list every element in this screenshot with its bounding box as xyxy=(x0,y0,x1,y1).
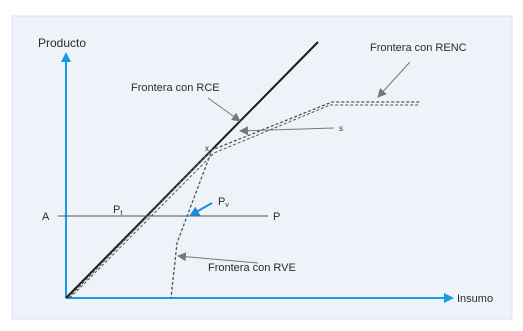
label-pt-sub: t xyxy=(120,210,122,217)
label-pv: Pv xyxy=(218,196,229,209)
frontier-renc-line xyxy=(67,101,420,299)
label-point-s: s xyxy=(339,124,343,133)
x-axis-label: Insumo xyxy=(457,293,493,305)
arrow-pv xyxy=(189,202,213,216)
label-pt-main: P xyxy=(113,204,120,216)
frontier-renc-line-2 xyxy=(69,104,420,299)
label-pv-sub: v xyxy=(225,202,229,209)
arrow-renc xyxy=(377,61,411,98)
label-point-p: P xyxy=(273,211,280,223)
arrow-rce xyxy=(207,97,241,122)
label-point-x: x xyxy=(205,144,209,153)
arrow-s xyxy=(239,126,335,136)
label-point-a: A xyxy=(42,211,50,223)
frontier-rve-line xyxy=(67,149,213,299)
arrow-rve xyxy=(177,252,259,264)
y-axis-label: Producto xyxy=(38,36,86,50)
label-frontier-rce: Frontera con RCE xyxy=(131,82,220,94)
label-pv-main: P xyxy=(218,196,225,208)
label-frontier-renc: Frontera con RENC xyxy=(370,42,467,54)
label-pt: Pt xyxy=(113,204,122,217)
label-frontier-rve: Frontera con RVE xyxy=(208,262,296,274)
frontier-rce-line xyxy=(65,41,319,299)
